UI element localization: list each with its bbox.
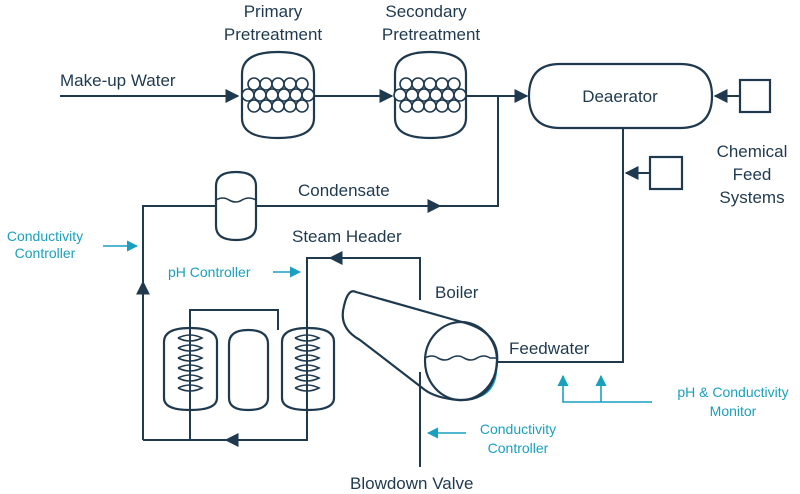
primary-label-line2: Pretreatment xyxy=(224,25,323,44)
chemical-label-line3: Systems xyxy=(719,188,784,207)
chemical-label-line2: Feed xyxy=(733,165,772,184)
makeup-water-label: Make-up Water xyxy=(60,71,176,90)
boiler-vessel xyxy=(341,290,499,402)
boiler-label: Boiler xyxy=(435,283,479,302)
condensate-return-line xyxy=(136,96,499,440)
ph-conductivity-monitor-arrows xyxy=(557,374,652,403)
steam-header-label: Steam Header xyxy=(292,227,402,246)
conductivity-controller-bottom-line2: Controller xyxy=(488,440,549,456)
condensate-label: Condensate xyxy=(298,181,390,200)
chemical-feed-box-upper xyxy=(713,78,772,114)
steam-header-line xyxy=(306,251,421,330)
exchanger-left xyxy=(162,326,219,412)
chemical-feed-box-lower xyxy=(624,155,684,191)
feedwater-line xyxy=(497,128,624,363)
conductivity-controller-bottom-line1: Conductivity xyxy=(480,421,556,437)
heat-exchanger-group xyxy=(143,309,336,447)
deaerator-label: Deaerator xyxy=(582,87,658,106)
blowdown-valve-label: Blowdown Valve xyxy=(350,474,473,493)
primary-label-line1: Primary xyxy=(244,2,303,21)
chemical-label-line1: Chemical xyxy=(717,142,788,161)
ph-conductivity-monitor-line2: Monitor xyxy=(710,403,757,419)
primary-pretreatment-vessel xyxy=(240,50,316,140)
conductivity-controller-left-line1: Conductivity xyxy=(7,228,83,244)
condensate-tank xyxy=(214,170,258,242)
exchanger-middle-tank xyxy=(227,328,270,412)
ph-controller-label: pH Controller xyxy=(168,264,251,280)
secondary-label-line2: Pretreatment xyxy=(382,25,481,44)
conductivity-controller-left-line2: Controller xyxy=(15,245,76,261)
feedwater-label: Feedwater xyxy=(509,339,590,358)
secondary-pretreatment-vessel xyxy=(393,50,468,140)
filter-media xyxy=(393,77,467,113)
deaerator-vessel xyxy=(527,62,714,130)
exchanger-right xyxy=(280,326,336,412)
secondary-label-line1: Secondary xyxy=(385,2,467,21)
filter-media xyxy=(241,77,315,113)
ph-conductivity-monitor-line1: pH & Conductivity xyxy=(677,384,788,400)
